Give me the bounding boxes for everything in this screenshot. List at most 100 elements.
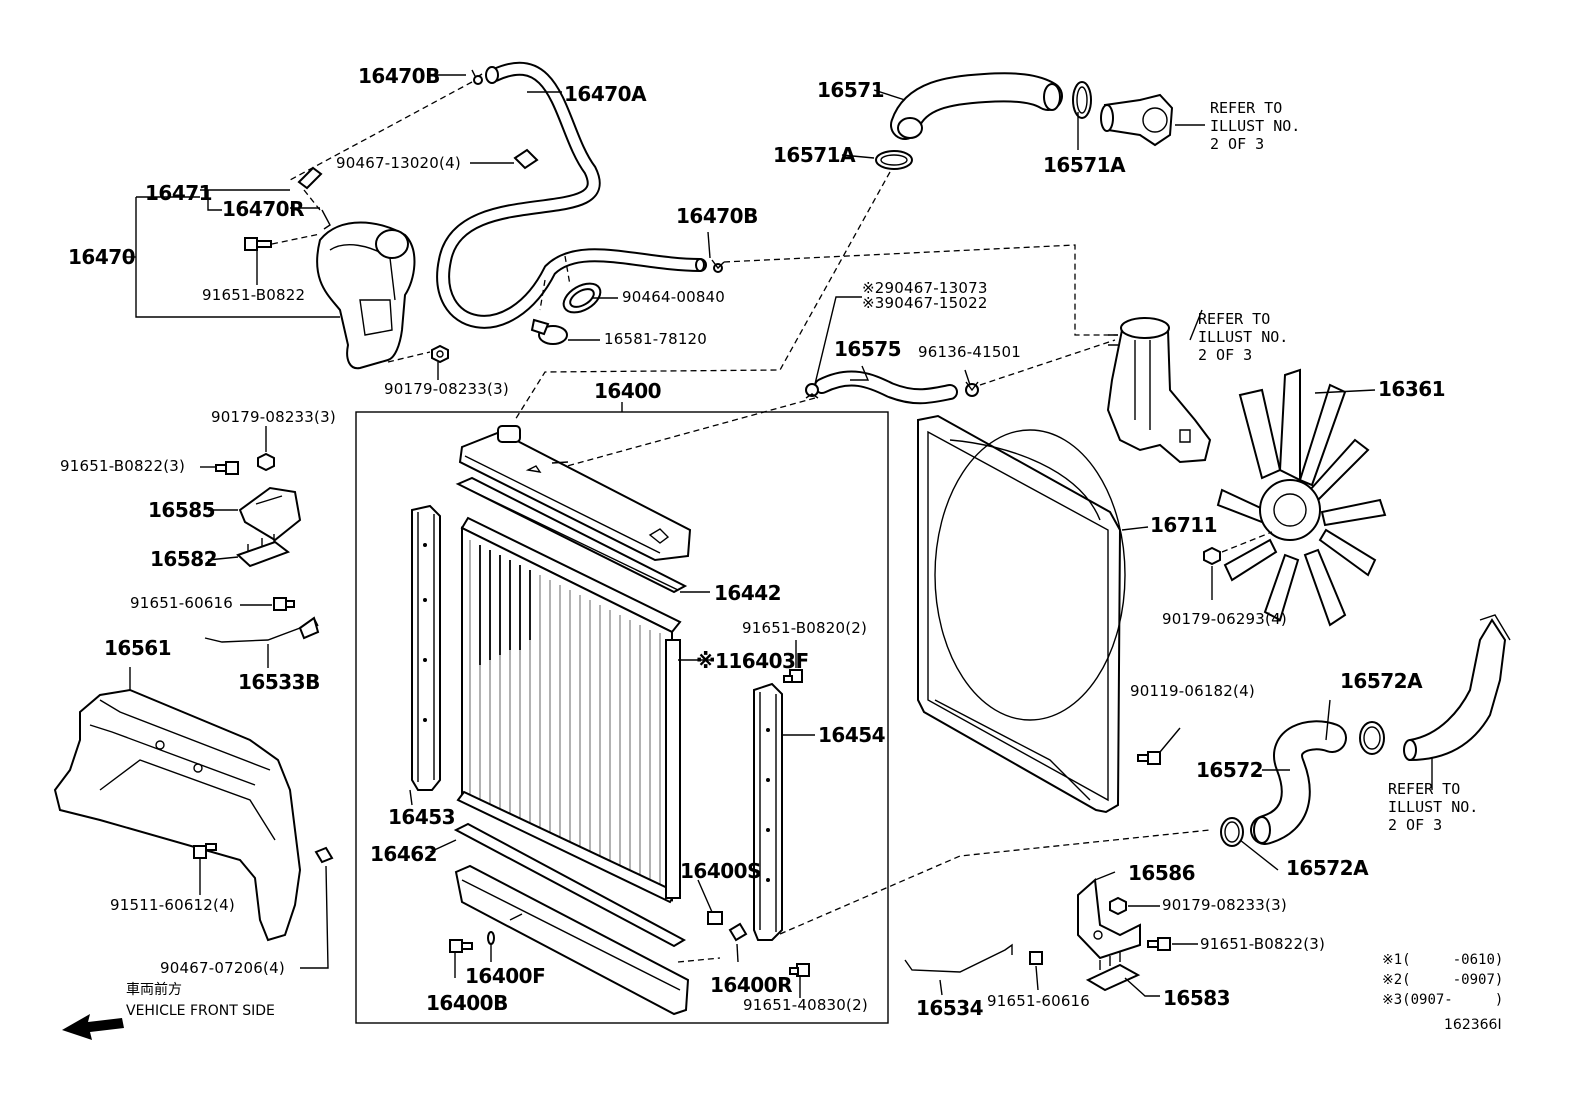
clamp-16571a-left [875,150,913,170]
label-91651-40830: 91651-40830(2) [743,996,868,1014]
label-16711: 16711 [1150,513,1218,537]
water-outlet [1100,93,1174,147]
label-91651-b0820: 91651-B0820(2) [742,619,868,637]
gasket-16462 [453,822,687,948]
label-16585: 16585 [148,498,216,522]
label-16471: 16471 [145,181,213,205]
radiator-core [456,516,682,904]
label-16534: 16534 [916,996,984,1020]
label-16442: 16442 [714,581,782,605]
direction-jp: 車両前方 [126,982,182,998]
clip-16470b-top [471,69,483,85]
bolt-90119-06182 [1137,751,1161,765]
label-90467-07206: 90467-07206(4) [160,959,285,977]
label-16575: 16575 [834,337,902,361]
label-16470: 16470 [68,245,136,269]
water-inlet-assembly [1106,317,1212,464]
clamp-96136-41501 [965,381,979,397]
label-90119-06182: 90119-06182(4) [1130,682,1255,700]
label-16561: 16561 [104,636,172,660]
radiator-upper-tank [458,425,692,562]
label-16586: 16586 [1128,861,1196,885]
clamp-16571a-right [1072,81,1092,119]
water-pipe [1403,614,1511,762]
label-16470b-top: 16470B [358,64,440,88]
label-90179-08233-c: 90179-08233(3) [1162,896,1287,914]
label-16571a-right: 16571A [1043,153,1126,177]
refer-note-3: REFER TO ILLUST NO. 2 OF 3 [1388,780,1479,834]
bolt-16400b [449,939,473,953]
label-96136-41501: 96136-41501 [918,343,1022,361]
gasket-16442 [455,476,688,594]
nut-90179-08233-a [431,344,449,364]
footnote-3: ※3(0907- ) [1382,992,1504,1008]
clip-16470b-mid [711,259,725,273]
label-90467-13073: ※290467-13073 [862,279,988,297]
footnote-1: ※1( -0610) [1382,952,1504,968]
label-16582: 16582 [150,547,218,571]
hose-16575 [814,370,958,405]
label-91511-60612: 91511-60612(4) [110,896,235,914]
label-16572a-bottom: 16572A [1286,856,1369,880]
radiator-hose-16572 [1250,720,1347,845]
bolt-91651-60616-b [1029,951,1043,965]
label-16361: 16361 [1378,377,1446,401]
label-91651-60616-b: 91651-60616 [987,992,1091,1010]
label-16470b-mid: 16470B [676,204,758,228]
label-91651-b0822: 91651-B0822 [202,286,306,304]
direction-en: VEHICLE FRONT SIDE [126,1003,275,1019]
label-90467-15022: ※390467-15022 [862,294,988,312]
label-90179-06293: 90179-06293(4) [1162,610,1287,628]
clamp-16572a-bottom [1220,817,1244,847]
fan-16361 [1216,368,1387,627]
label-91651-b0822-3b: 91651-B0822(3) [1200,935,1326,953]
clamp-16581-78120 [530,318,568,345]
label-16454: 16454 [818,723,886,747]
rod-16534 [904,943,1013,973]
label-16453: 16453 [388,805,456,829]
plug-16400s [707,911,723,925]
fan-shroud-16711 [917,414,1126,814]
radiator-lower-tank [454,864,690,1016]
plate-16583 [1085,952,1141,992]
refer-note-1: REFER TO ILLUST NO. 2 OF 3 [1210,99,1301,153]
label-16400b: 16400B [426,991,508,1015]
plate-16582 [236,534,291,568]
label-16403f: ※116403F [696,649,809,673]
bolt-91651-b0822-3 [215,461,239,475]
clamp-16572a-top [1359,721,1385,755]
bolt-91651-b0822 [244,237,272,251]
refer-note-2: REFER TO ILLUST NO. 2 OF 3 [1198,310,1289,364]
label-91651-b0822-3: 91651-B0822(3) [60,457,186,475]
reservoir-tank-16470 [316,209,416,370]
label-16400r: 16400R [710,973,792,997]
clamp-90467-13020 [297,148,539,190]
bracket-16585 [238,486,302,542]
label-90179-08233-a: 90179-08233(3) [384,380,509,398]
vehicle-front-arrow-icon [62,1014,124,1040]
label-90464-00840: 90464-00840 [622,288,726,306]
cock-16400r [728,922,748,942]
label-16470r: 16470R [222,197,304,221]
label-16571: 16571 [817,78,885,102]
nut-90179-08233-c [1109,896,1127,916]
nut-90179-08233-b [257,452,275,472]
rod-16533b [204,616,320,643]
clamp-90467-13073 [805,383,819,399]
support-16454 [753,682,783,941]
oring-16400f [487,931,495,945]
bolt-91651-60616-a [273,597,295,611]
clamp-90464-00840 [562,282,602,314]
bolt-91651-b0822-3b [1147,937,1171,951]
label-16400f: 16400F [465,964,546,988]
label-16571a-left: 16571A [773,143,856,167]
reserve-hose-16470a [436,61,707,329]
radiator-hose-16571 [890,72,1063,140]
bracket-16586 [1077,877,1141,960]
label-16572: 16572 [1196,758,1264,782]
label-16400: 16400 [594,379,662,403]
label-90179-08233-b: 90179-08233(3) [211,408,336,426]
air-duct-16561 [53,688,302,942]
